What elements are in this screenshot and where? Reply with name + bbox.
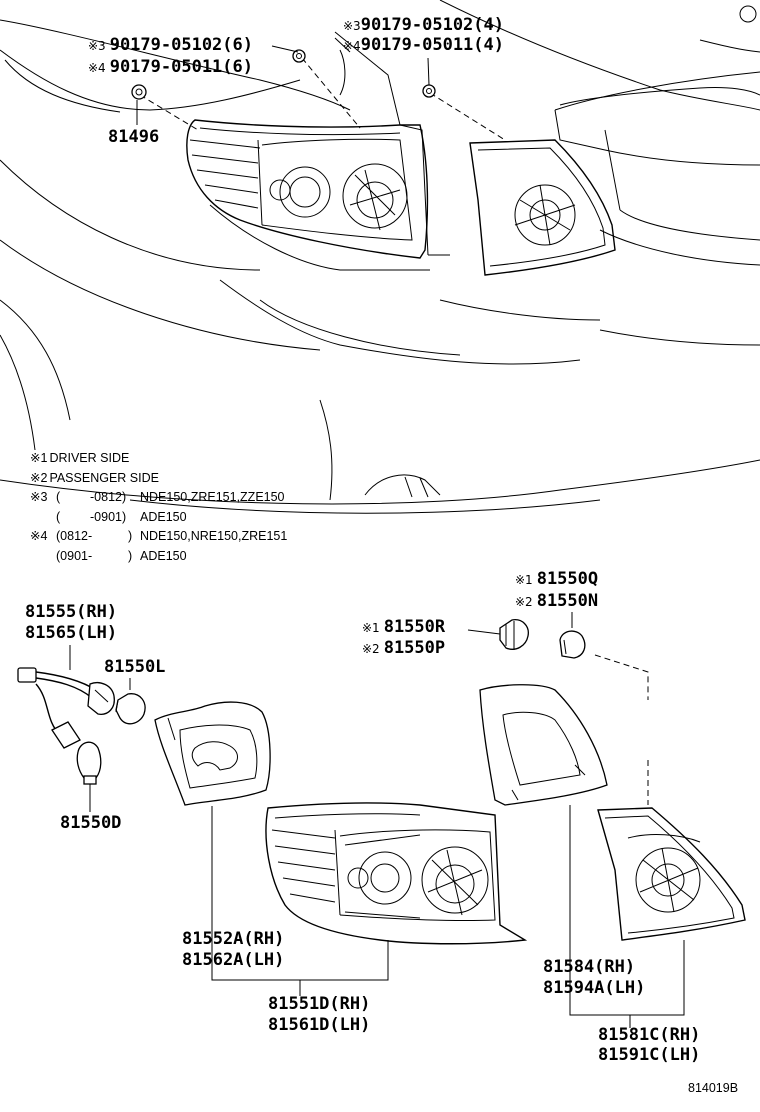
nut-icon: [422, 84, 436, 98]
note-5-mark: ※4: [30, 529, 47, 543]
clip-icon: [131, 84, 147, 100]
lamp-gasket-icon: [154, 701, 271, 806]
note-4-models: ADE150: [140, 510, 187, 524]
note-6-models: ADE150: [140, 549, 187, 563]
note-4-range-value: -0901): [90, 510, 126, 524]
note-6-range-value: ): [128, 549, 132, 563]
bulb-d-label: 81550D: [60, 813, 121, 833]
bulb-l-icon: [115, 693, 146, 725]
assembly-line-right-nut: [429, 92, 506, 141]
installed-tail-lamp-outer: [186, 119, 450, 259]
inner-gasket-lh-label: 81594A(LH): [543, 978, 645, 998]
inner-lamp-gasket-icon: [479, 684, 608, 806]
leader-line: [467, 629, 501, 635]
note-5-range-value: ): [128, 529, 132, 543]
assembly-line-clip: [139, 94, 199, 131]
note-3-models: NDE150,ZRE151,ZZE150: [140, 490, 285, 504]
nut-icon: [292, 49, 306, 63]
assembly-line-left-nut: [301, 57, 361, 129]
bulb-n-icon: [559, 630, 586, 659]
inner-lamp-assembly-icon: [597, 807, 746, 941]
car-body-outline: [0, 0, 760, 514]
bulb-d-icon: [76, 741, 102, 785]
lamp-rh-label: 81551D(RH): [268, 994, 370, 1014]
note-6-range-open: (0901-: [56, 549, 92, 563]
inner-gasket-rh-label: 81584(RH): [543, 957, 635, 977]
gasket-lh-label: 81562A(LH): [182, 950, 284, 970]
note-3-range-open: (: [56, 490, 61, 504]
assembly-line-bulb: [594, 654, 649, 700]
socket-rh-label: 81555(RH): [25, 602, 117, 622]
leader-line: [569, 805, 685, 1016]
inner-lamp-rh-label: 81581C(RH): [598, 1025, 700, 1045]
socket-lh-label: 81565(LH): [25, 623, 117, 643]
note-3-range-value: -0812): [90, 490, 126, 504]
tail-lamp-assembly-icon: [265, 802, 528, 945]
installed-inner-lamp: [469, 139, 616, 276]
bulb-l-label: 81550L: [104, 657, 165, 677]
lamp-lh-label: 81561D(LH): [268, 1015, 370, 1035]
inner-lamp-lh-label: 81591C(LH): [598, 1045, 700, 1065]
note-5-range-open: (0812-: [56, 529, 92, 543]
note-5-models: NDE150,NRE150,ZRE151: [140, 529, 287, 543]
note-3-mark: ※3: [30, 490, 47, 504]
fastener-label-right-1: ※390179-05102(4): [343, 15, 504, 35]
clip-part-label: 81496: [108, 127, 159, 147]
gasket-rh-label: 81552A(RH): [182, 929, 284, 949]
diagram-code: 814019B: [688, 1081, 738, 1095]
fastener-label-right-2: ※490179-05011(4): [343, 35, 504, 55]
leader-line: [334, 31, 401, 126]
leader-line: [427, 57, 430, 86]
note-4-range-open: (: [56, 510, 61, 524]
bulb-socket-icon: [499, 619, 529, 650]
leader-line: [271, 45, 299, 53]
leader-line: [334, 37, 351, 53]
socket-wire-harness-icon: [17, 667, 115, 749]
